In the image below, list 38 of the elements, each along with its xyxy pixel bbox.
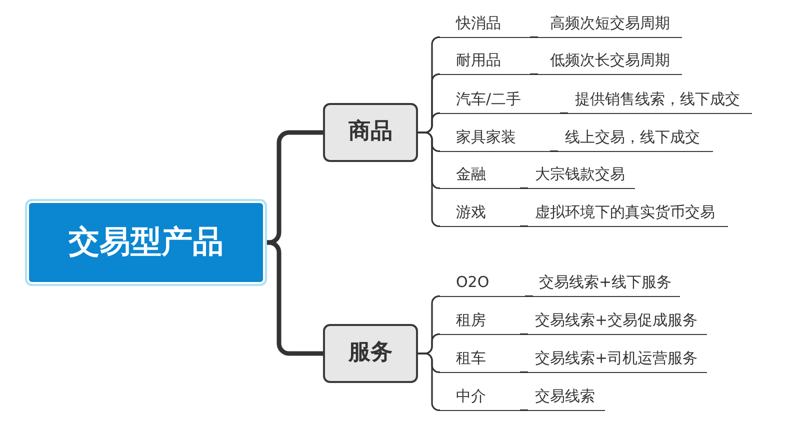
connector-line — [520, 333, 528, 335]
main-topic-text: 服务 — [348, 340, 392, 367]
detail-text: 交易线索+交易促成服务 — [535, 311, 698, 329]
connector-line — [525, 295, 533, 297]
detail-text: 线上交易，线下成交 — [565, 128, 700, 146]
connector-line — [266, 240, 323, 356]
connector-line — [266, 130, 323, 245]
subtopic-text: 游戏 — [456, 203, 486, 221]
detail-text: 交易线索+线下服务 — [539, 273, 672, 291]
connector-line — [530, 36, 538, 38]
subtopic-text: 汽车/二手 — [456, 90, 522, 108]
detail-text: 高频次短交易周期 — [550, 14, 670, 32]
detail-text: 虚拟环境下的真实货币交易 — [535, 203, 715, 221]
detail-text: 低频次长交易周期 — [550, 51, 670, 69]
connector-line — [520, 409, 528, 411]
central-topic-text: 交易型产品 — [68, 224, 224, 262]
connector-line — [520, 225, 528, 227]
detail-text: 交易线索 — [535, 387, 595, 405]
connector-line — [520, 187, 528, 189]
subtopic-text: 耐用品 — [456, 51, 501, 69]
connector-line — [550, 150, 558, 152]
connector-line — [520, 371, 528, 373]
detail-text: 大宗钱款交易 — [535, 165, 625, 183]
main-topic-text: 商品 — [348, 119, 392, 146]
subtopic-text: 租房 — [456, 311, 486, 329]
subtopic-text: 金融 — [456, 165, 486, 183]
detail-text: 提供销售线索，线下成交 — [575, 90, 740, 108]
main-topic-box — [323, 324, 418, 383]
subtopic-text: 快消品 — [456, 14, 501, 32]
subtopic-text: O2O — [456, 273, 490, 291]
subtopic-text: 租车 — [456, 349, 486, 367]
central-topic-box — [25, 199, 267, 286]
connector-line — [530, 73, 538, 75]
detail-text: 交易线索+司机运营服务 — [535, 349, 698, 367]
subtopic-text: 家具家装 — [456, 128, 516, 146]
main-topic-box — [323, 103, 418, 162]
connector-line — [560, 112, 568, 114]
subtopic-text: 中介 — [456, 387, 486, 405]
